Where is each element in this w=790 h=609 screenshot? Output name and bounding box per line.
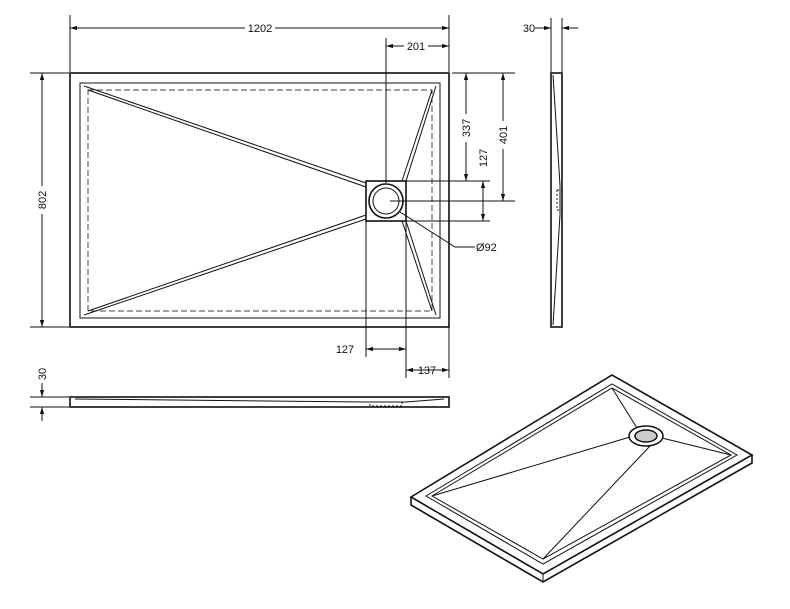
dim-drain-diameter: Ø92 (476, 242, 497, 254)
dim-drain-offset: 201 (407, 41, 425, 53)
dim-side-thickness: 30 (523, 23, 535, 35)
dim-drain-top: 337 (461, 119, 473, 137)
dim-drain-to-edge: 137 (418, 365, 436, 377)
dim-drain-width: 127 (336, 344, 354, 356)
dim-drain-height: 127 (478, 149, 490, 167)
dimension-lines (30, 15, 578, 421)
front-view (69, 396, 450, 408)
side-view (550, 72, 563, 328)
dim-overall-width: 802 (37, 191, 49, 209)
dim-front-thickness: 30 (37, 368, 49, 380)
dim-overall-length: 1202 (248, 23, 272, 35)
top-view (69, 72, 450, 328)
dim-drain-center: 401 (498, 126, 510, 144)
isometric-view (409, 374, 754, 583)
